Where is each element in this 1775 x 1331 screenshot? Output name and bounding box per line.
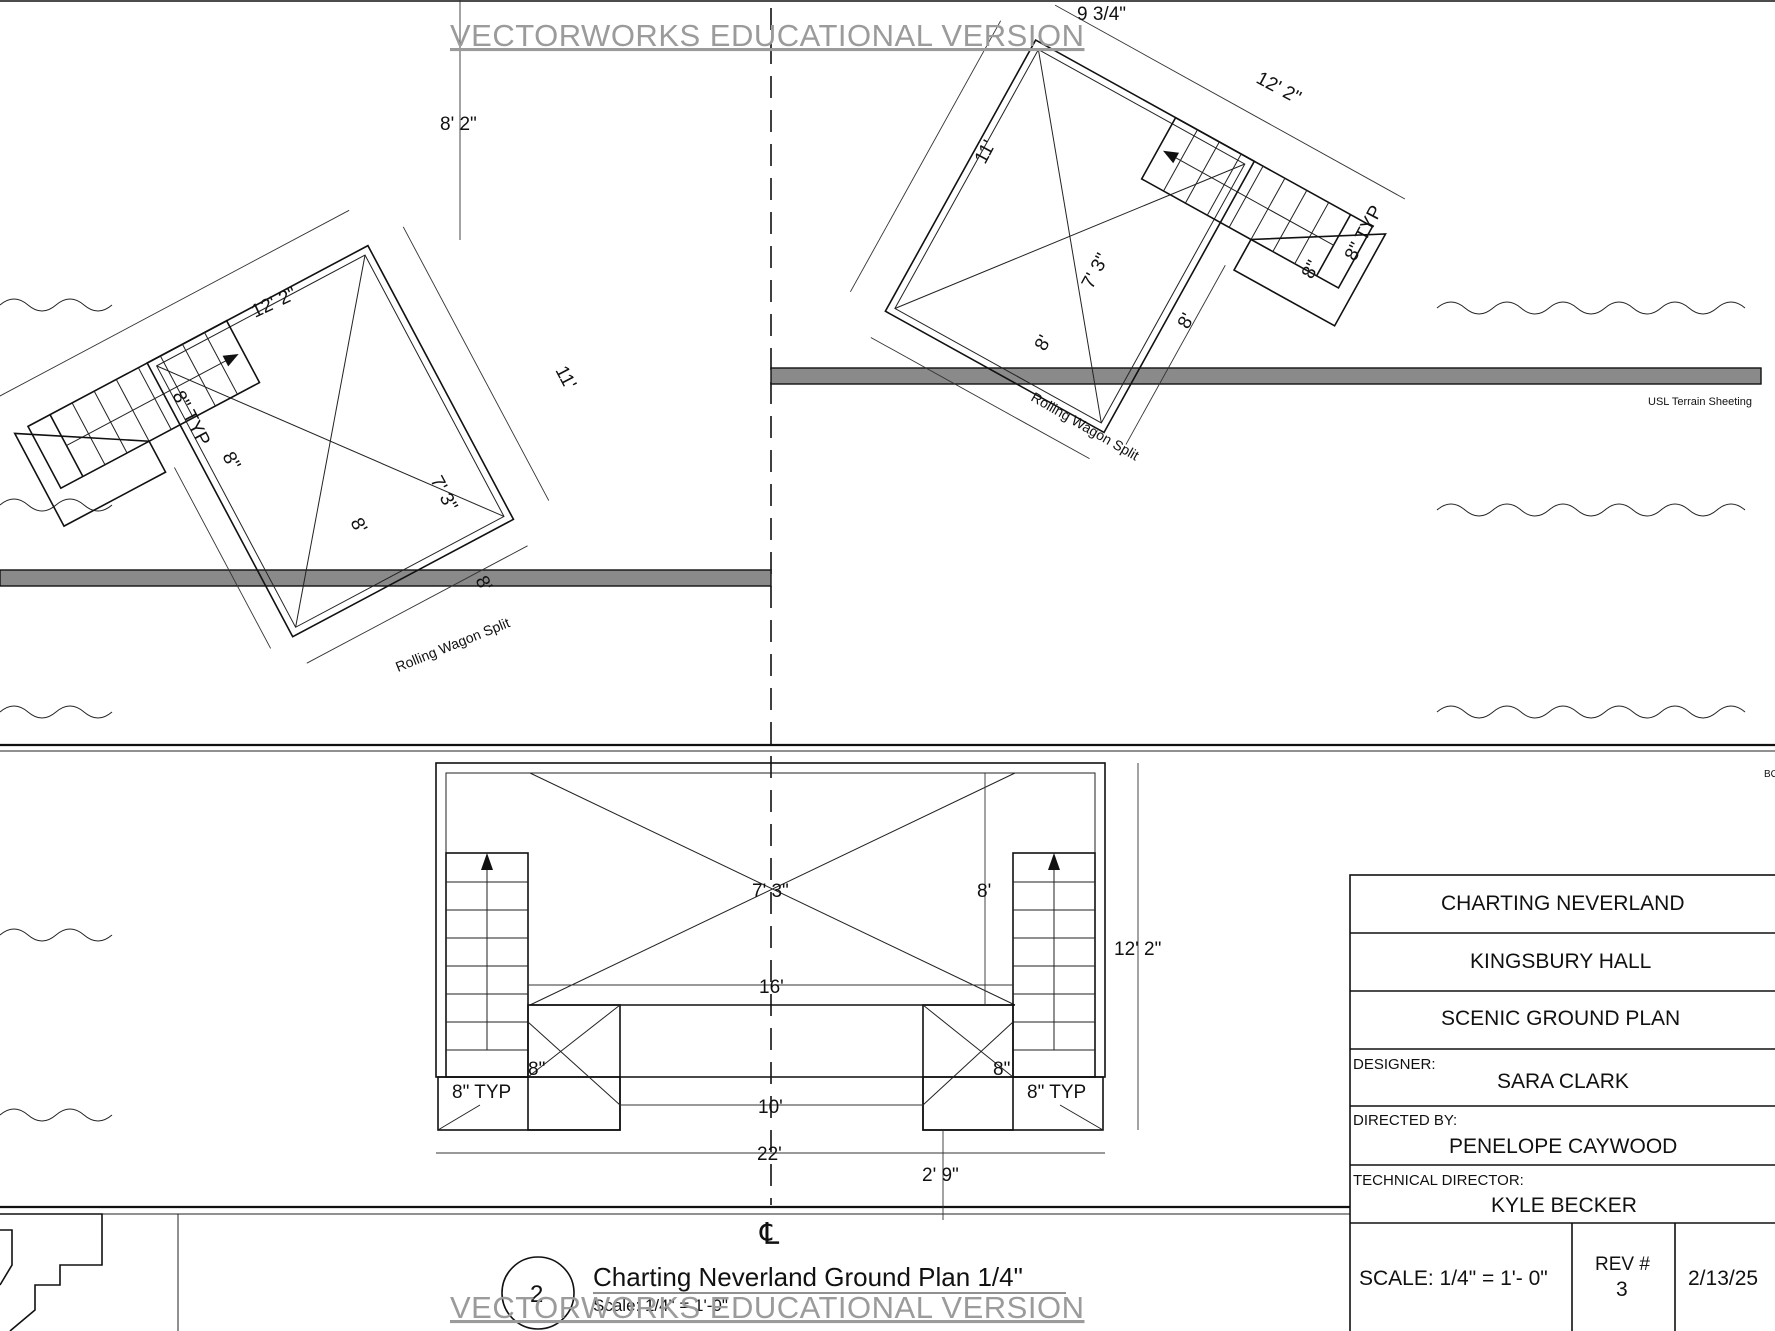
bottom-dim-left-typ: 8" TYP	[452, 1082, 511, 1103]
bottom-dim-right-rise: 8"	[993, 1059, 1010, 1080]
tr-wagon-label: Rolling Wagon Split	[1029, 389, 1142, 464]
tb-scale: SCALE: 1/4" = 1'- 0"	[1359, 1267, 1548, 1290]
watermark-bottom: VECTORWORKS EDUCATIONAL VERSION	[450, 1290, 1084, 1325]
tb-venue: KINGSBURY HALL	[1470, 950, 1651, 973]
tb-director-label: DIRECTED BY:	[1353, 1112, 1457, 1129]
edge-fragment: BO	[1764, 769, 1775, 780]
bottom-dim-depth: 12' 2"	[1114, 939, 1161, 960]
tb-td: KYLE BECKER	[1491, 1194, 1637, 1217]
tb-designer-label: DESIGNER:	[1353, 1056, 1436, 1073]
tb-td-label: TECHNICAL DIRECTOR:	[1353, 1172, 1524, 1189]
tb-director: PENELOPE CAYWOOD	[1449, 1135, 1677, 1158]
tb-date: 2/13/25	[1688, 1267, 1758, 1290]
tl-dim-depth: 11'	[551, 362, 581, 392]
bottom-dim-left-rise: 8"	[528, 1059, 545, 1080]
bottom-dim-overall: 22'	[757, 1144, 782, 1165]
sheet-frame	[0, 0, 1775, 1215]
watermark-top: VECTORWORKS EDUCATIONAL VERSION	[450, 18, 1084, 53]
bottom-dim-diag: 7' 3"	[752, 881, 789, 902]
bottom-dim-height: 8'	[977, 881, 991, 902]
tl-dim-side-a: 8'	[346, 514, 371, 536]
bottom-platform	[435, 762, 1139, 1220]
tl-dim-offset: 8' 2"	[440, 114, 477, 135]
tl-dim-diag: 7' 3"	[426, 472, 462, 514]
bottom-dim-inner-width: 16'	[759, 977, 784, 998]
centerline-symbol: ℄	[759, 1218, 780, 1251]
drawing-title: Charting Neverland Ground Plan 1/4"	[593, 1262, 1023, 1292]
top-left-wagon	[0, 209, 550, 664]
title-block	[1349, 874, 1775, 1331]
drawing-scale: Scale: 1/4" = 1'-0"	[593, 1296, 728, 1315]
tr-dim-offset: 9 3/4"	[1077, 4, 1126, 25]
tl-dim-rise: 8"	[218, 448, 245, 473]
bottom-dim-offset: 2' 9"	[922, 1165, 959, 1186]
tl-wagon-label: Rolling Wagon Split	[393, 614, 512, 674]
tl-dim-typ: 8" TYP	[168, 387, 214, 449]
tr-dim-diag: 7' 3"	[1078, 250, 1114, 292]
tr-dim-width: 12' 2"	[1253, 68, 1305, 109]
tr-dim-side-a: 8'	[1174, 310, 1199, 332]
bottom-dim-gap: 10'	[758, 1097, 783, 1118]
tr-dim-side-b: 8'	[1031, 332, 1056, 354]
terrain-wave-lines	[0, 298, 1746, 1122]
terrain-label: USL Terrain Sheeting	[1648, 396, 1752, 408]
tb-rev-label: REV #	[1595, 1254, 1650, 1275]
drawing-number-bubble	[501, 1256, 575, 1330]
tr-dim-typ: 8" TYP	[1341, 202, 1387, 264]
tb-rev: 3	[1616, 1278, 1628, 1301]
tb-sheet: SCENIC GROUND PLAN	[1441, 1007, 1680, 1030]
bottom-left-detail	[0, 1213, 179, 1331]
top-right-wagon	[849, 4, 1406, 460]
floor-band-right	[770, 367, 1762, 385]
tb-show: CHARTING NEVERLAND	[1441, 892, 1685, 915]
tb-designer: SARA CLARK	[1497, 1070, 1629, 1093]
bottom-dim-right-typ: 8" TYP	[1027, 1082, 1086, 1103]
drawing-number: 2	[530, 1281, 543, 1308]
tl-dim-width: 12' 2"	[248, 283, 300, 322]
floor-band-left	[0, 569, 772, 587]
